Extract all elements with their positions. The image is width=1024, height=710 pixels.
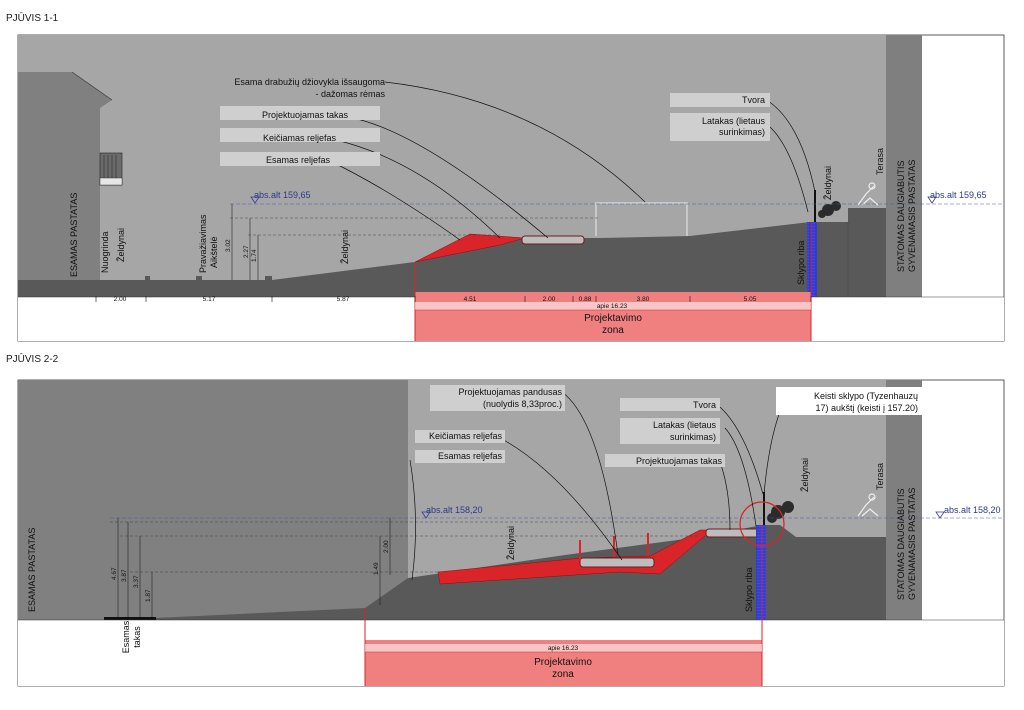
s2-keisti-2: 17) aukštį (keisti į 157.20) (815, 403, 918, 413)
s1-hdim-8: 5.05 (744, 296, 757, 303)
s1-vdim-1: 3.02 (225, 239, 232, 252)
s1-hdim-2: 5.17 (203, 296, 216, 303)
s1-zeldynai-2: Želdynai (340, 230, 350, 264)
s2-abs-right: abs.alt 158,20 (944, 505, 1001, 515)
s1-zeldynai-3: Želdynai (823, 166, 833, 200)
s1-statomas: STATOMAS DAUGIABUTIS (896, 160, 906, 272)
s1-hdim-4: 4.51 (464, 296, 477, 303)
s2-pandusas-1: Projektuojamas pandusas (458, 387, 562, 397)
s2-vdim-6: 2.00 (383, 540, 390, 553)
s1-latakas-2: surinkimas) (719, 127, 765, 137)
s2-vdim-5: 1.49 (373, 562, 380, 575)
s2-apie: apie 16.23 (548, 645, 579, 652)
s2-abs-left: abs.alt 158,20 (426, 505, 483, 515)
s2-zona: zona (552, 669, 574, 680)
s1-hdim-1: 2.00 (114, 296, 127, 303)
s1-hdim-5: 2.00 (543, 296, 556, 303)
s2-esamas-takas-1: Esamas (121, 620, 131, 653)
s1-hdim-6: 0.88 (579, 296, 592, 303)
s2-zeldynai-2: Želdynai (800, 458, 810, 492)
s2-esamas: Esamas reljefas (438, 451, 503, 461)
s2-vdim-3: 3.37 (133, 575, 140, 588)
s1-zona: zona (602, 325, 624, 336)
s2-tvora: Tvora (693, 400, 716, 410)
s1-abs-right: abs.alt 159,65 (930, 190, 987, 200)
section2-title: PJŪVIS 2-2 (6, 353, 59, 365)
s2-pandusas-2: (nuolydis 8,33proc.) (483, 399, 562, 409)
s1-hdim-3: 5.87 (337, 296, 350, 303)
s1-esamas-pastatas: ESAMAS PASTATAS (69, 193, 79, 277)
s2-keisti-1: Keisti sklypo (Tyzenhauzų (814, 391, 918, 401)
s2-takas: Projektuojamas takas (636, 456, 723, 466)
s1-tvora: Tvora (742, 95, 765, 105)
s1-projektavimo: Projektavimo (584, 313, 642, 324)
s2-esamas-pastatas: ESAMAS PASTATAS (27, 528, 37, 612)
s2-terasa: Terasa (875, 463, 885, 490)
s2-vdim-4: 1.87 (145, 589, 152, 602)
s1-gyvenamasis: GYVENAMASIS PASTATAS (907, 160, 917, 272)
s2-vdim-1: 4.67 (111, 567, 118, 580)
s2-latakas-1: Latakas (lietaus (653, 420, 717, 430)
s1-zeldynai-1: Želdynai (116, 228, 126, 262)
s1-terasa: Terasa (875, 148, 885, 175)
s1-takas: Projektuojamas takas (262, 110, 349, 120)
s1-apie: apie 16.23 (597, 303, 628, 310)
s1-latakas-1: Latakas (lietaus (702, 116, 766, 126)
s1-abs-left: abs.alt 159,65 (254, 190, 311, 200)
section1-title: PJŪVIS 1-1 (6, 12, 59, 24)
s2-latakas-2: surinkimas) (670, 432, 716, 442)
s2-statomas: STATOMAS DAUGIABUTIS (896, 488, 906, 600)
s1-vdim-3: 1.74 (251, 249, 258, 262)
s1-skypo-riba: Sklypo riba (796, 240, 806, 285)
s1-nuogrinda: Nuogrinda (100, 231, 110, 273)
s1-hdim-7: 3.80 (637, 296, 650, 303)
s2-keiciamas: Keičiamas reljefas (429, 431, 503, 441)
s1-keiciamas: Keičiamas reljefas (263, 133, 337, 143)
s2-esamas-takas-2: takas (132, 626, 142, 648)
s1-vdim-2: 2.27 (243, 245, 250, 258)
s2-zeldynai-1: Želdynai (506, 526, 516, 560)
s2-vdim-2: 3.87 (121, 569, 128, 582)
s1-esamas: Esamas reljefas (266, 155, 331, 165)
s2-gyvenamasis: GYVENAMASIS PASTATAS (907, 488, 917, 600)
s1-alkstele: Aikštelė (209, 236, 219, 268)
section1-frame (17, 34, 1005, 342)
s1-dziovykla-1: Esama drabužių džiovykla išsaugoma (234, 77, 385, 87)
section2-frame (17, 379, 1005, 687)
s1-pravaziavimas: Pravažiavimas (198, 214, 208, 273)
s2-projektavimo: Projektavimo (534, 657, 592, 668)
s1-dziovykla-2: - dažomas rėmas (315, 89, 385, 99)
s2-skypo-riba: Sklypo riba (744, 567, 754, 612)
